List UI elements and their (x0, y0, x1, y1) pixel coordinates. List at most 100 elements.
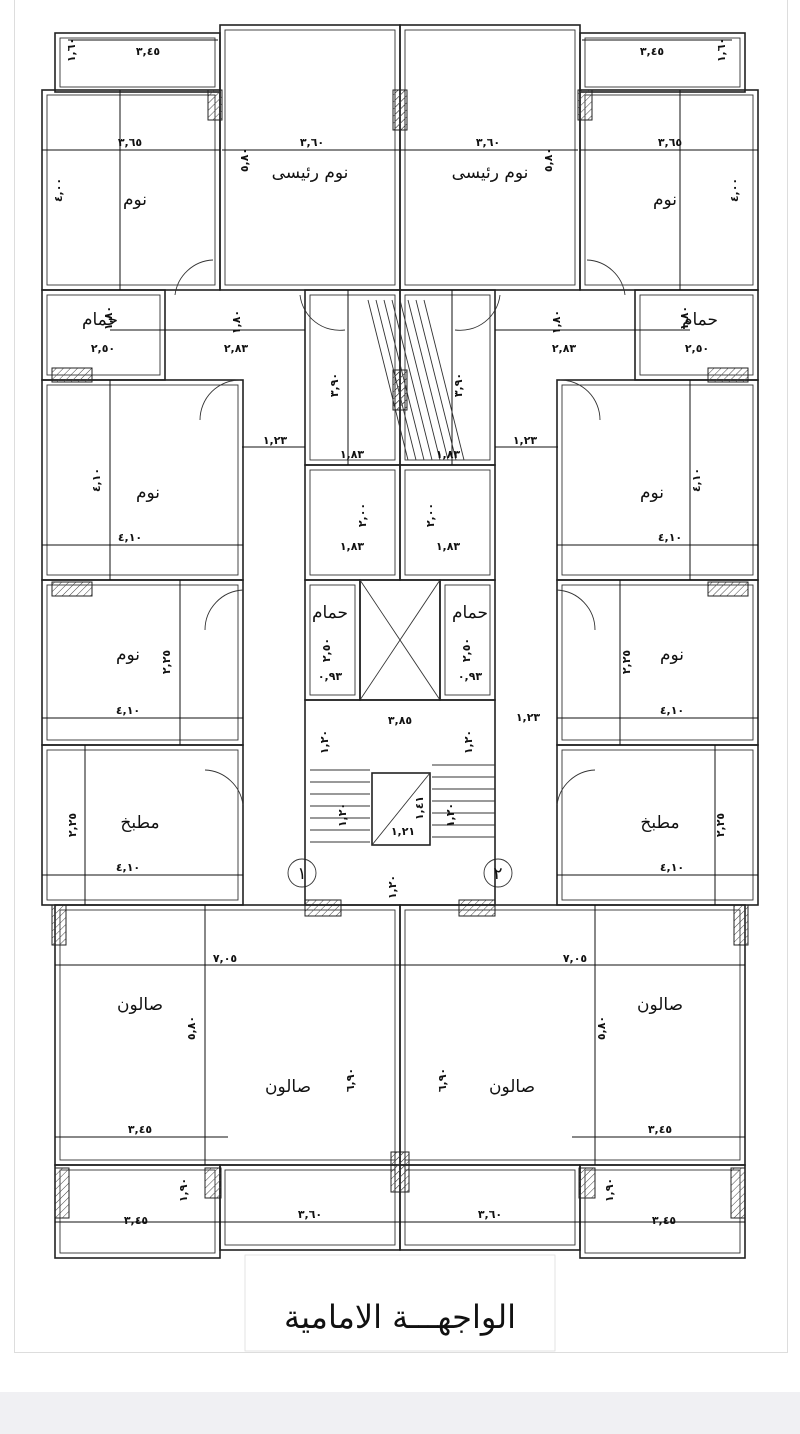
title-box (244, 1254, 556, 1352)
core-dim-corr-right: ١,٢٣ (516, 711, 541, 724)
left-room-bed1: نوم (123, 190, 147, 210)
right-dim-salon-h: ٥,٨٠ (595, 1016, 608, 1040)
left-bedroom-3-inner-wall (46, 584, 239, 741)
right-dim-core-bath-w: ٠,٩٣ (458, 670, 483, 683)
right-dim-corr-h: ٣,٩٠ (452, 373, 465, 397)
right-bedroom-3-inner-wall (561, 584, 754, 741)
left-balcony-bottom-wall (54, 1164, 221, 1259)
left-column-0 (51, 367, 93, 383)
left-dim-master-h: ٥,٨٠ (238, 148, 251, 172)
left-dim-balc-top-w: ٣,٤٥ (136, 45, 161, 58)
center-column (394, 369, 408, 411)
left-room-salon-a: صالون (117, 995, 163, 1015)
right-room-core-bath: حمام (452, 603, 488, 623)
right-door-swing-3 (556, 589, 596, 631)
right-bathroom-inner-wall (639, 294, 754, 376)
right-dim-bath-w: ٢,٥٠ (685, 342, 709, 355)
core-dim-stair-width: ٣,٨٥ (388, 714, 413, 727)
left-core-room-inner-wall (309, 469, 396, 576)
left-dim-balc-bot-w: ٣,٤٥ (124, 1214, 149, 1227)
right-dim-salon-b-h: ٦,٩٠ (436, 1068, 449, 1092)
left-dim-bath-h: ١,٨٠ (102, 306, 115, 330)
left-dim-bed2-h: ٤,١٠ (90, 468, 103, 492)
stair-well (371, 772, 431, 846)
left-column-2 (51, 904, 67, 946)
left-door-swing-0 (174, 259, 214, 296)
right-dim-core-c: ١,٨٣ (436, 540, 461, 553)
left-front-room-inner-wall (224, 1169, 396, 1246)
shaft-diagonal-3 (391, 299, 433, 461)
right-room-salon-a: صالون (637, 995, 683, 1015)
drawing-title: الواجهـــة الامامية (284, 1298, 516, 1336)
right-bedroom-2-wall (556, 379, 759, 581)
left-bedroom-1-inner-wall (46, 94, 216, 286)
walls (41, 24, 759, 1259)
left-entry-marker (287, 858, 317, 888)
shaft-diagonal-6 (415, 299, 457, 461)
left-dim-bed1-h: ٤,٠٠ (52, 178, 65, 202)
right-dim-core-a: ١,٨٣ (436, 448, 461, 461)
right-column-4 (458, 899, 496, 917)
core-dim-landing: ١,٢٠ (386, 875, 399, 899)
left-room-master: نوم رئيسى (272, 163, 349, 183)
left-dim-bed3-h: ٢,٢٥ (160, 650, 173, 675)
right-balcony-top-inner-wall (584, 37, 741, 88)
shaft-diagonal-5 (407, 299, 449, 461)
right-column-7 (390, 1151, 406, 1193)
right-core-bathroom-inner-wall (444, 584, 491, 696)
left-salon-wall (54, 904, 401, 1166)
right-dim-bed1-h: ٤,٠٠ (728, 178, 741, 202)
drawing-sheet (14, 0, 788, 1353)
right-column-5 (730, 1167, 746, 1219)
left-dim-salon-a-w: ٣,٤٥ (128, 1123, 153, 1136)
left-balcony-top-inner-wall (59, 37, 216, 88)
bottom-bar (0, 1392, 800, 1434)
left-core-bathroom-inner-wall (309, 584, 356, 696)
right-dim-balc-top-w: ٣,٤٥ (640, 45, 665, 58)
left-dim-bed2-w: ٤,١٠ (118, 531, 142, 544)
right-room-bath: حمام (682, 310, 718, 330)
right-room-salon-b: صالون (489, 1077, 535, 1097)
right-dim-hall-w: ٢,٨٣ (552, 342, 577, 355)
stair-core (304, 699, 496, 906)
right-dim-hall-h: ١,٨٠ (550, 310, 563, 334)
left-dim-corr-w: ١,٢٣ (263, 434, 288, 447)
right-bedroom-2-inner-wall (561, 384, 754, 576)
right-room-bed3: نوم (660, 645, 684, 665)
right-closet-stair-wall (399, 289, 496, 466)
left-column-6 (204, 1167, 222, 1199)
left-dim-core-bath-w: ٠,٩٣ (318, 670, 343, 683)
left-room-bed3: نوم (116, 645, 140, 665)
left-column-1 (51, 581, 93, 597)
left-dim-bath-w: ٢,٥٠ (91, 342, 115, 355)
right-column-0 (707, 367, 749, 383)
right-dim-salon-a-w: ٣,٤٥ (648, 1123, 673, 1136)
right-bedroom-1-inner-wall (584, 94, 754, 286)
right-dim-bed2-w: ٤,١٠ (658, 531, 682, 544)
right-dim-stair-a: ١,٢٠ (462, 730, 475, 754)
right-door-swing-0 (586, 259, 626, 296)
left-dim-balc-top-h: ١,٦٠ (65, 38, 78, 62)
right-salon-wall (399, 904, 746, 1166)
left-bedroom-2-inner-wall (46, 384, 239, 576)
left-dim-corr-h: ٣,٩٠ (328, 373, 341, 397)
right-dim-master-w: ٣,٦٠ (476, 136, 500, 149)
right-dim-core-bath-h: ٢,٥٠ (460, 638, 473, 662)
right-salon-inner-wall (404, 909, 741, 1161)
right-column-8 (392, 89, 406, 131)
left-dim-balc-bot-h: ١,٩٠ (177, 1178, 190, 1202)
right-dim-corr-w: ١,٢٣ (513, 434, 538, 447)
left-balcony-top-wall (54, 32, 221, 93)
right-column-1 (707, 581, 749, 597)
shaft-diagonal-7 (423, 299, 465, 461)
right-dim-master-h: ٥,٨٠ (542, 148, 555, 172)
right-entry-number: ٢ (493, 864, 502, 884)
left-master-bedroom-inner-wall (224, 29, 396, 286)
right-bathroom-wall (634, 289, 759, 381)
right-bedroom-3-wall (556, 579, 759, 746)
left-dim-core-c: ١,٨٣ (340, 540, 365, 553)
left-salon-inner-wall (59, 909, 396, 1161)
left-dim-master-w: ٣,٦٠ (300, 136, 324, 149)
right-dim-balc-bot-w: ٣,٤٥ (652, 1214, 677, 1227)
